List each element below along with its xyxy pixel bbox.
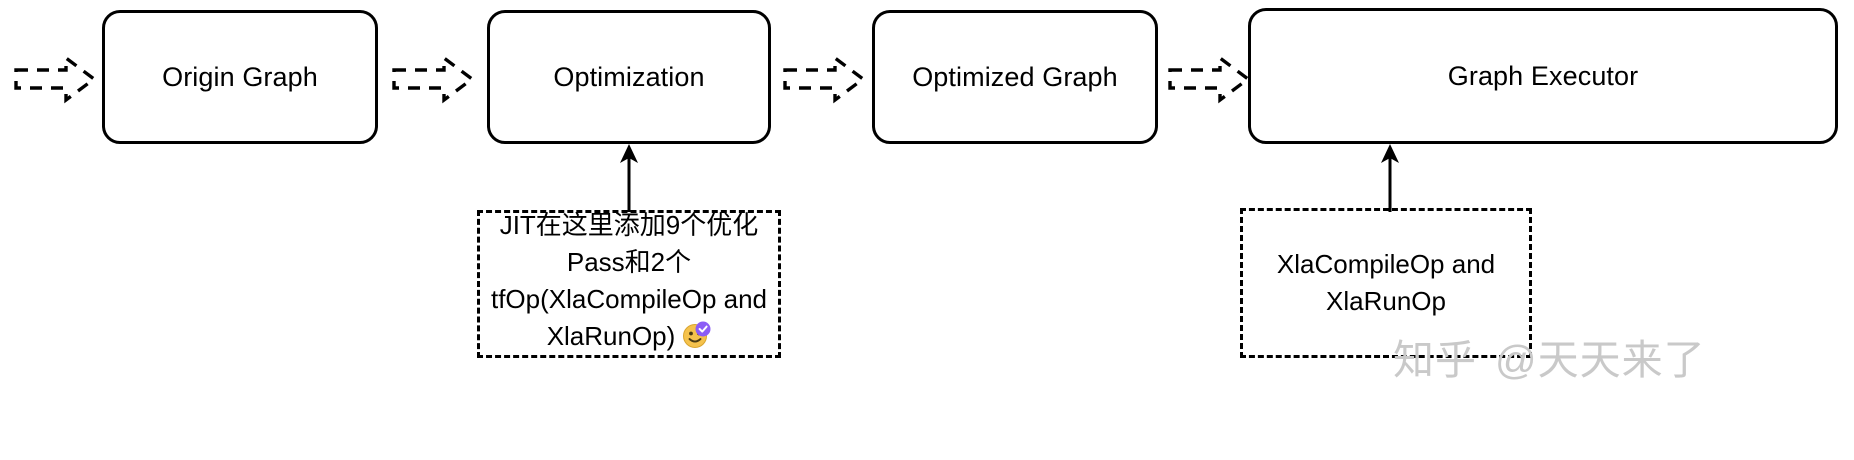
note-box-text: JIT在这里添加9个优化Pass和2个tfOp(XlaCompileOp and… bbox=[490, 210, 768, 351]
note-box-text-wrapper: XlaCompileOp and XlaRunOp bbox=[1243, 246, 1529, 320]
arrow-optimization-to-optimized-graph bbox=[783, 54, 866, 104]
arrow-input-to-origin bbox=[14, 54, 97, 104]
process-box-label: Optimization bbox=[553, 61, 705, 92]
process-box-origin-graph[interactable]: Origin Graph bbox=[102, 10, 378, 144]
arrow-optimized-graph-to-executor bbox=[1168, 54, 1251, 104]
note-box-jit-passes[interactable]: JIT在这里添加9个优化Pass和2个tfOp(XlaCompileOp and… bbox=[477, 210, 781, 358]
connector-note-jit-to-optimization bbox=[618, 144, 640, 212]
process-box-label: Origin Graph bbox=[162, 61, 318, 92]
note-box-text: XlaCompileOp and XlaRunOp bbox=[1276, 249, 1496, 316]
note-box-text-wrapper: JIT在这里添加9个优化Pass和2个tfOp(XlaCompileOp and… bbox=[480, 207, 778, 361]
connector-note-xla-to-executor bbox=[1379, 144, 1401, 212]
process-box-optimization[interactable]: Optimization bbox=[487, 10, 771, 144]
arrow-origin-to-optimization bbox=[392, 54, 475, 104]
smiling-face-emoji bbox=[681, 321, 711, 361]
process-box-label: Graph Executor bbox=[1447, 60, 1639, 91]
note-box-xla-ops[interactable]: XlaCompileOp and XlaRunOp bbox=[1240, 208, 1532, 358]
process-box-optimized-graph[interactable]: Optimized Graph bbox=[872, 10, 1158, 144]
process-box-graph-executor[interactable]: Graph Executor bbox=[1248, 8, 1838, 144]
process-box-label: Optimized Graph bbox=[912, 61, 1118, 92]
